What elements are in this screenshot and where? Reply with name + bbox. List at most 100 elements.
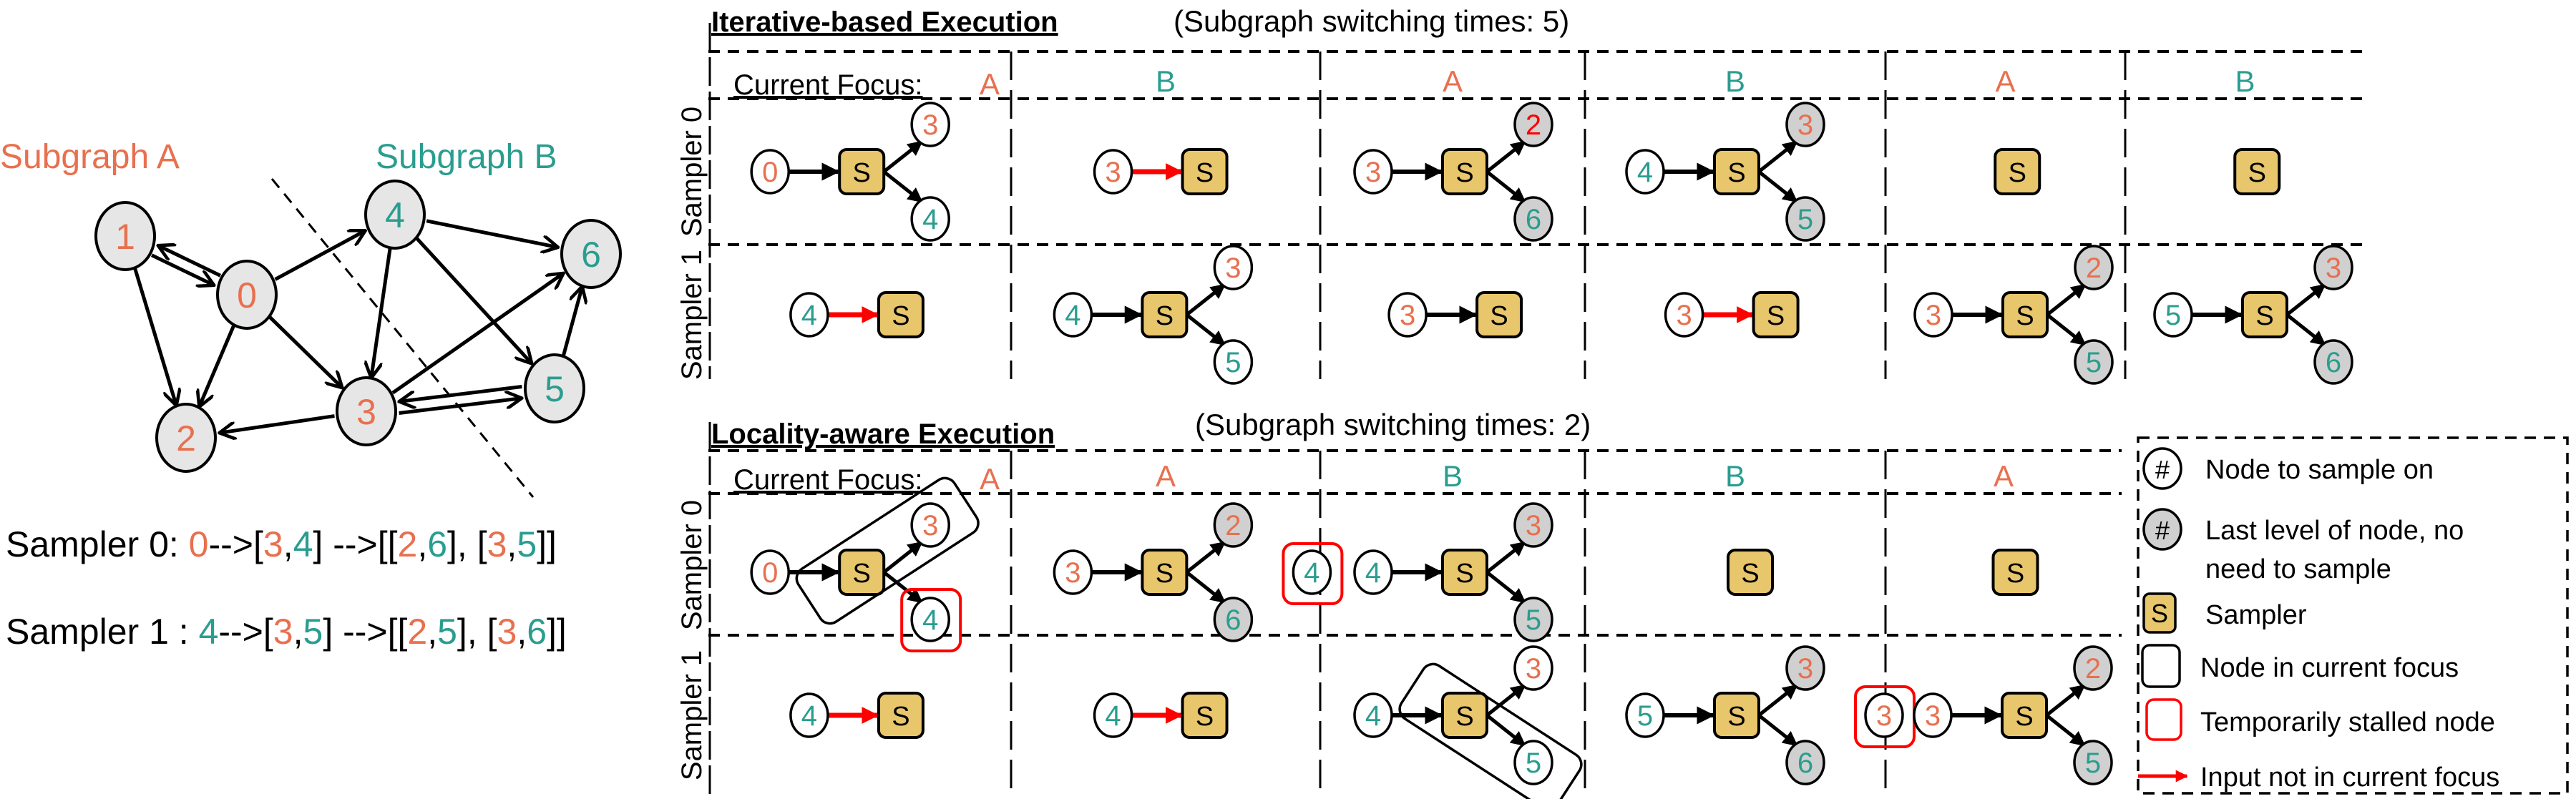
node-circle — [910, 102, 950, 147]
graph-edge-3-2 — [220, 414, 335, 433]
graph-node-label: 0 — [237, 275, 257, 315]
sampler-label: S — [853, 559, 871, 589]
graph-node-circle — [364, 180, 426, 250]
legend-item: Input not in current focus — [2138, 763, 2499, 793]
node-circle — [1625, 692, 1665, 738]
path-node-id: 2 — [398, 524, 418, 564]
graph-edge-4-3 — [371, 246, 392, 378]
path-punct: , — [293, 612, 303, 652]
node-label: 3 — [922, 109, 938, 141]
node-label: 6 — [1526, 204, 1541, 235]
node-label: 3 — [1526, 510, 1541, 541]
focus-subgraph-0: A — [980, 67, 1000, 101]
node-circle — [1053, 292, 1093, 338]
node-to-sample: 3 — [1664, 292, 1704, 338]
graph-node-6: 6 — [560, 219, 622, 289]
node-circle — [2073, 645, 2113, 691]
graph-edge-3-5 — [399, 398, 522, 415]
locality-execution-section: Locality-aware Execution (Subgraph switc… — [708, 408, 2122, 799]
path-node-id: 5 — [517, 524, 537, 564]
path-punct: ], [ — [457, 612, 497, 652]
path-node-id: 3 — [487, 524, 507, 564]
node-label: 3 — [1926, 300, 1941, 331]
sampler-box — [1994, 148, 2041, 195]
graph-node-circle — [524, 353, 585, 423]
node-circle — [2074, 339, 2114, 385]
sampler-box — [1991, 549, 2039, 596]
sampler-label: S — [2015, 702, 2033, 732]
focus-subgraph-3: B — [1725, 64, 1745, 98]
path-punct: -->[ — [208, 524, 263, 564]
node-circle — [1513, 196, 1553, 242]
node-label: 3 — [1400, 300, 1415, 331]
output-arrow — [882, 571, 923, 604]
subgraph-divider — [270, 178, 535, 498]
sampler: S — [1991, 549, 2039, 596]
sampler-label: S — [853, 158, 871, 188]
node-circle — [1513, 740, 1553, 785]
node-label: 3 — [1065, 557, 1080, 589]
output-arrow — [1757, 140, 1798, 173]
legend-symbol: # — [2155, 516, 2170, 545]
sampler-label: S — [1727, 158, 1745, 188]
legend-label: Node to sample on — [2205, 455, 2434, 485]
node-circle — [1387, 292, 1428, 338]
legend-label-cont: need to sample — [2205, 554, 2391, 584]
node-to-sample: 3 — [1353, 149, 1393, 195]
path-punct: ] -->[[ — [323, 612, 407, 652]
node-circle — [1353, 692, 1393, 738]
focus-subgraph-4: A — [1994, 459, 2014, 493]
sampler: S — [877, 291, 924, 338]
graph-edge-5-6 — [561, 286, 582, 358]
path-label: Sampler 1 : — [6, 612, 199, 652]
node-label: 5 — [1637, 700, 1653, 732]
node-to-sample: 3 — [1053, 549, 1093, 595]
graph-edges — [132, 219, 582, 433]
node-to-sample: 4 — [910, 597, 950, 642]
node-circle — [1785, 645, 1825, 691]
node-to-sample: 0 — [750, 549, 790, 595]
graph-node-2: 2 — [155, 403, 217, 473]
sampler-0-path: Sampler 0: 0-->[3,4] -->[[2,6], [3,5]] — [6, 524, 557, 564]
node-label: 4 — [1065, 300, 1080, 331]
subgraph-b-label: Subgraph B — [376, 138, 557, 176]
node-label: 2 — [1225, 510, 1241, 541]
node-to-sample: 4 — [789, 692, 829, 738]
node-label: 4 — [1637, 157, 1653, 188]
node-to-sample: 3 — [1213, 245, 1254, 290]
output-arrow — [1485, 541, 1526, 574]
node-circle — [1213, 502, 1254, 548]
sampler-box — [1752, 291, 1800, 338]
node-label: 6 — [1225, 604, 1241, 636]
node-label: 3 — [1797, 109, 1813, 141]
node-label: 3 — [1876, 700, 1892, 732]
output-arrow — [2045, 684, 2086, 717]
graph-node-label: 2 — [176, 418, 196, 459]
graph-node-circle — [560, 219, 622, 289]
sampler-label: S — [1455, 702, 1473, 732]
node-circle — [1053, 549, 1093, 595]
legend-border — [2137, 436, 2569, 795]
step-cell: S — [1991, 549, 2039, 596]
path-node-id: 5 — [437, 612, 457, 652]
node-label: 0 — [762, 157, 778, 188]
current-focus-box-icon — [2141, 644, 2181, 688]
path-node-id: 2 — [407, 612, 427, 652]
output-arrow — [2285, 283, 2326, 316]
node-to-sample: 4 — [789, 292, 829, 338]
node-circle — [1213, 339, 1254, 385]
node-circle — [2074, 245, 2114, 290]
node-circle — [1625, 149, 1665, 195]
output-arrow — [1485, 714, 1526, 747]
node-to-sample: 4 — [1053, 292, 1093, 338]
node-circle — [2313, 245, 2353, 290]
